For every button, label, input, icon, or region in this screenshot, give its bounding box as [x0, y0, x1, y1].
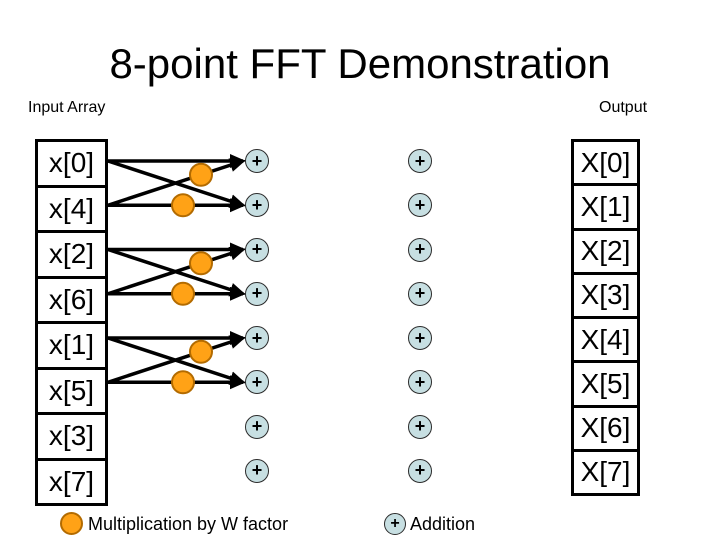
plus-icon: + [414, 283, 426, 304]
plus-icon: + [414, 150, 426, 171]
w-factor-node [171, 281, 195, 306]
w-factor-node [171, 370, 195, 395]
input-cell: x[0] [35, 139, 108, 188]
output-cell: X[4] [571, 316, 640, 364]
output-cell: X[1] [571, 183, 640, 231]
butterfly-wire [107, 336, 246, 385]
butterfly-wire [107, 158, 246, 207]
output-label: Output [599, 99, 648, 116]
adder-node: + [408, 149, 432, 173]
adder-node: + [408, 193, 432, 218]
adder-node: + [245, 149, 269, 173]
plus-icon: + [390, 514, 400, 532]
plus-icon: + [251, 150, 263, 171]
input-cell: x[1] [35, 321, 108, 370]
plus-icon: + [414, 194, 426, 215]
page-title: 8-point FFT Demonstration [109, 40, 611, 87]
adder-node: + [245, 326, 269, 350]
butterfly-wire [107, 247, 246, 297]
w-factor-legend-icon [60, 512, 83, 535]
adder-node: + [408, 414, 432, 439]
addition-legend-label: Addition [410, 514, 476, 534]
plus-icon: + [251, 460, 263, 481]
input-cell: x[5] [35, 366, 108, 415]
adder-node: + [245, 370, 269, 395]
plus-icon: + [251, 239, 263, 259]
adder-node: + [408, 281, 432, 306]
adder-node: + [408, 370, 432, 395]
adder-node: + [245, 193, 269, 218]
output-cell: X[0] [571, 139, 640, 187]
plus-icon: + [414, 239, 426, 259]
w-factor-node [189, 162, 213, 187]
input-cell: x[2] [35, 230, 108, 279]
adder-node: + [408, 237, 432, 262]
addition-legend-icon: + [384, 513, 406, 535]
output-cell: X[7] [571, 448, 640, 496]
adder-node: + [245, 458, 269, 483]
input-cell: x[6] [35, 275, 108, 324]
input-array-label: Input Array [28, 99, 106, 116]
plus-icon: + [414, 416, 426, 436]
plus-icon: + [414, 371, 426, 392]
butterfly-wire [107, 246, 246, 296]
plus-icon: + [251, 327, 263, 348]
plus-icon: + [251, 416, 263, 436]
plus-icon: + [251, 283, 263, 304]
adder-node: + [408, 458, 432, 483]
w-factor-node [171, 193, 195, 218]
plus-icon: + [251, 371, 263, 392]
w-factor-node [189, 339, 213, 364]
adder-node: + [408, 326, 432, 350]
w-factor-legend-label: Multiplication by W factor [88, 514, 289, 534]
plus-icon: + [251, 194, 263, 215]
output-cell: X[3] [571, 271, 640, 319]
adder-node: + [245, 237, 269, 262]
output-cell: X[5] [571, 360, 640, 408]
output-cell: X[6] [571, 404, 640, 452]
butterfly-wire [107, 159, 246, 208]
input-cell: x[4] [35, 184, 108, 233]
butterfly-wire [107, 335, 246, 384]
adder-node: + [245, 281, 269, 306]
adder-node: + [245, 414, 269, 439]
w-factor-node [189, 251, 213, 276]
plus-icon: + [414, 327, 426, 348]
input-cell: x[7] [35, 457, 108, 506]
output-cell: X[2] [571, 227, 640, 275]
plus-icon: + [414, 460, 426, 481]
input-cell: x[3] [35, 412, 108, 461]
